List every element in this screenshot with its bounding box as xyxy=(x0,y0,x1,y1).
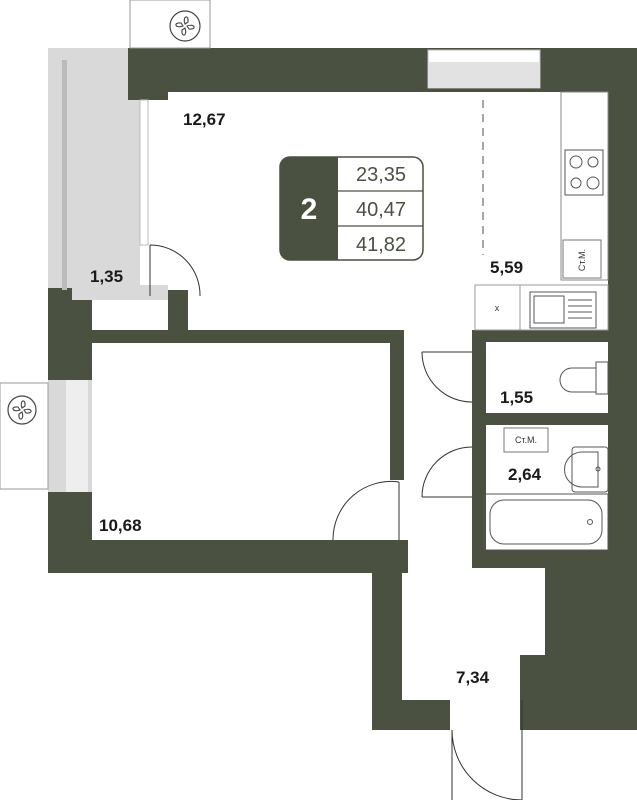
riser-bath xyxy=(503,427,549,453)
area-total: 40,47 xyxy=(356,199,406,221)
washbasin-icon xyxy=(564,446,609,493)
kitchen-lower-counter xyxy=(474,284,609,331)
room-label-living: 12,67 xyxy=(183,110,226,129)
kitchen-fixtures: Ст.М. x xyxy=(474,91,609,331)
hall-right-wall xyxy=(545,568,637,688)
balcony-door xyxy=(149,244,201,297)
apartment-info-box: 2 23,35 40,47 41,82 xyxy=(279,156,424,261)
balcony-floor xyxy=(48,48,128,288)
right-wall xyxy=(608,48,637,568)
area-living: 23,35 xyxy=(356,164,406,186)
sink-mark: x xyxy=(495,303,500,313)
wc-top-wall xyxy=(472,330,612,342)
doors xyxy=(149,244,523,800)
bath-left-wall xyxy=(472,330,486,560)
fan-icon xyxy=(169,10,201,42)
area-with-balcony: 41,82 xyxy=(356,234,406,256)
bedroom-right-wall-low xyxy=(390,540,408,570)
kitchen-counter xyxy=(560,91,609,281)
hall-bottom-left xyxy=(372,700,450,730)
room-label-wc: 1,55 xyxy=(500,388,533,407)
living-wall-stub xyxy=(168,290,188,343)
riser-kitchen-label: Ст.М. xyxy=(577,249,587,271)
bath-door xyxy=(421,446,473,498)
toilet-icon xyxy=(559,361,609,395)
bedroom-right-wall xyxy=(390,330,404,480)
walls xyxy=(48,48,637,730)
bedroom-door xyxy=(332,480,400,541)
balcony-window xyxy=(139,99,149,246)
room-label-bathroom: 2,64 xyxy=(508,465,542,484)
riser-kitchen xyxy=(562,239,602,279)
room-label-kitchen: 5,59 xyxy=(490,258,523,277)
wc-bath-partition xyxy=(472,413,612,425)
riser-bath-label: Ст.М. xyxy=(515,435,537,445)
room-label-bedroom: 10,68 xyxy=(99,516,142,535)
entrance-door xyxy=(451,729,523,800)
sink-icon xyxy=(529,291,597,329)
ac-unit-left xyxy=(0,382,49,490)
room-label-balcony: 1,35 xyxy=(90,267,123,286)
bottom-wall-left xyxy=(48,540,408,573)
rooms-count: 2 xyxy=(301,193,318,226)
wc-door xyxy=(421,351,473,403)
fan-icon xyxy=(7,395,37,425)
ac-unit-top xyxy=(129,0,211,49)
partition-living-bedroom xyxy=(92,330,392,343)
room-label-hall: 7,34 xyxy=(456,668,490,687)
bath-bottom-wall xyxy=(472,550,637,568)
stove-icon xyxy=(564,149,604,196)
balcony xyxy=(48,48,168,300)
left-wall-top xyxy=(128,48,168,108)
bathtub-icon xyxy=(483,493,609,551)
